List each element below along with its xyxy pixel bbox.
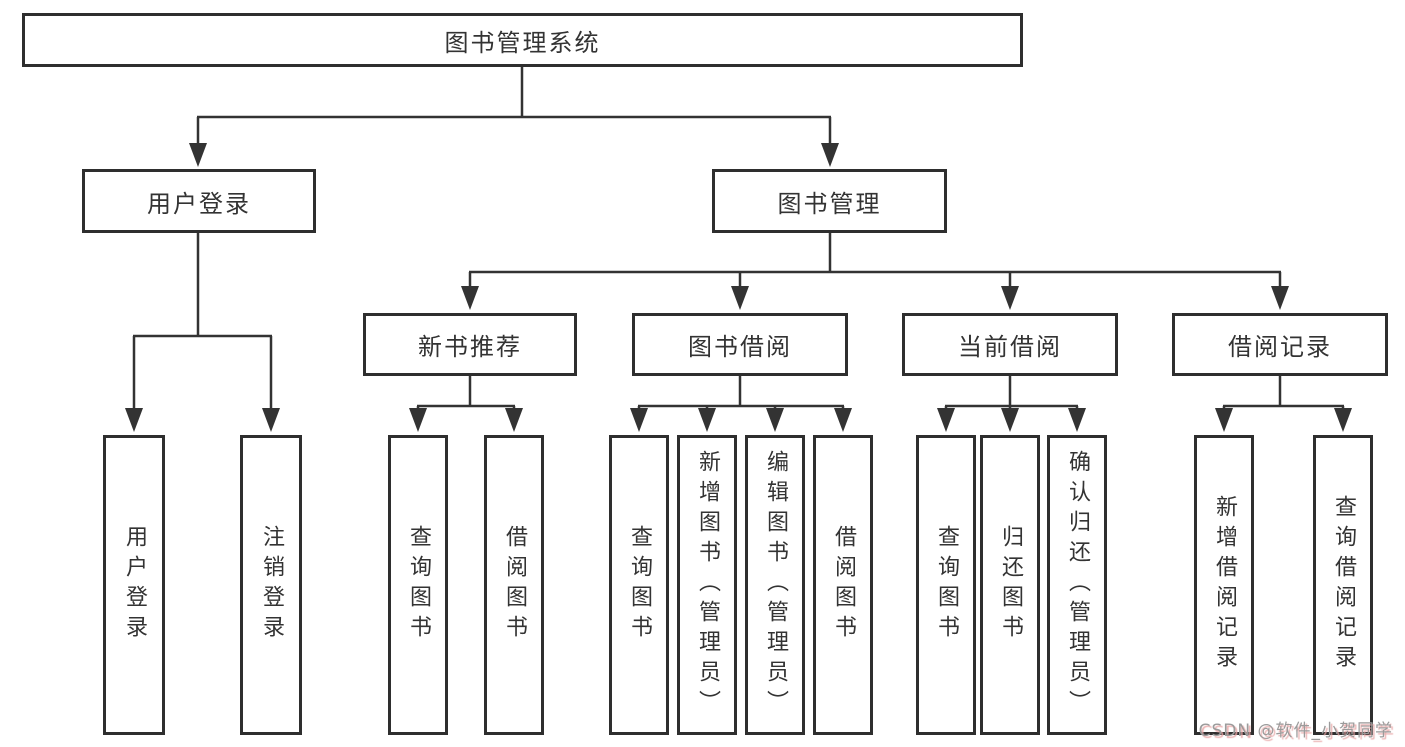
leaf-label: 编辑图书（管理员） bbox=[763, 450, 788, 720]
leaf-query-books-borrow: 查询图书 bbox=[609, 435, 669, 735]
leaf-label: 查询借阅记录 bbox=[1331, 495, 1356, 675]
leaf-query-borrow-record: 查询借阅记录 bbox=[1313, 435, 1373, 735]
node-library-system: 图书管理系统 bbox=[22, 13, 1023, 67]
node-user-login: 用户登录 bbox=[82, 169, 316, 233]
leaf-confirm-return-admin: 确认归还（管理员） bbox=[1047, 435, 1107, 735]
node-current-borrowing: 当前借阅 bbox=[902, 313, 1118, 376]
leaf-return-book: 归还图书 bbox=[980, 435, 1040, 735]
leaf-query-books-current: 查询图书 bbox=[916, 435, 976, 735]
leaf-label: 用户登录 bbox=[122, 525, 147, 645]
leaf-label: 新增借阅记录 bbox=[1212, 495, 1237, 675]
leaf-borrow-book-recommend: 借阅图书 bbox=[484, 435, 544, 735]
leaf-query-books-recommend: 查询图书 bbox=[388, 435, 448, 735]
leaf-label: 查询图书 bbox=[627, 525, 652, 645]
leaf-label: 确认归还（管理员） bbox=[1065, 450, 1090, 720]
leaf-label: 归还图书 bbox=[998, 525, 1023, 645]
node-book-borrowing: 图书借阅 bbox=[632, 313, 848, 376]
leaf-label: 新增图书（管理员） bbox=[695, 450, 720, 720]
leaf-add-book-admin: 新增图书（管理员） bbox=[677, 435, 737, 735]
leaf-label: 注销登录 bbox=[259, 525, 284, 645]
leaf-user-login: 用户登录 bbox=[103, 435, 165, 735]
leaf-label: 借阅图书 bbox=[831, 525, 856, 645]
node-book-management: 图书管理 bbox=[712, 169, 947, 233]
node-new-book-recommend: 新书推荐 bbox=[363, 313, 577, 376]
leaf-label: 查询图书 bbox=[406, 525, 431, 645]
leaf-borrow-book: 借阅图书 bbox=[813, 435, 873, 735]
leaf-edit-book-admin: 编辑图书（管理员） bbox=[745, 435, 805, 735]
leaf-label: 查询图书 bbox=[934, 525, 959, 645]
csdn-watermark: CSDN @软件_小贺同学 bbox=[1198, 721, 1393, 741]
node-borrowing-records: 借阅记录 bbox=[1172, 313, 1388, 376]
leaf-add-borrow-record: 新增借阅记录 bbox=[1194, 435, 1254, 735]
leaf-logout: 注销登录 bbox=[240, 435, 302, 735]
leaf-label: 借阅图书 bbox=[502, 525, 527, 645]
